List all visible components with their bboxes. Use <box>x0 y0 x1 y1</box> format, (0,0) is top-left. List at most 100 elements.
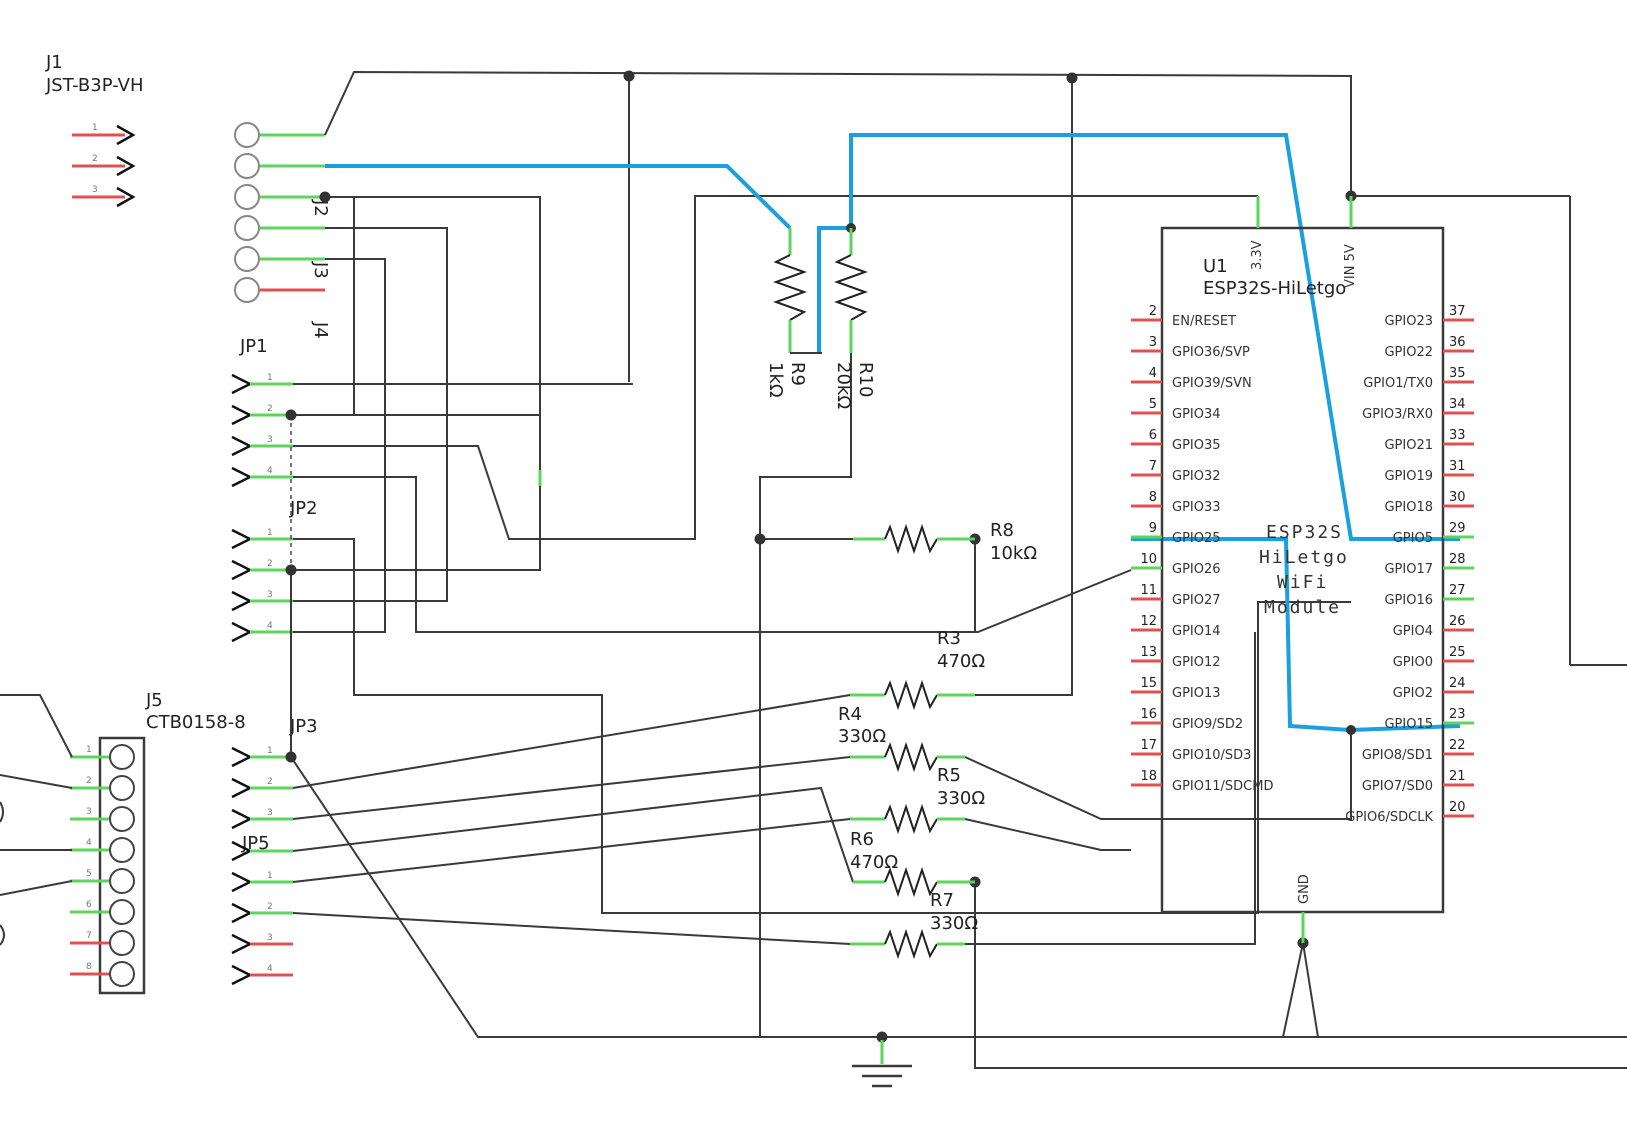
pin-number: 7 <box>1149 459 1157 474</box>
svg-text:3: 3 <box>267 808 273 818</box>
u1-ref: U1 <box>1203 256 1228 277</box>
jp2-ref: JP2 <box>289 498 318 519</box>
r5-value: 330Ω <box>937 788 985 809</box>
terminal-ring[interactable] <box>234 277 260 303</box>
pin-name: GPIO33 <box>1172 500 1221 515</box>
pin-number: 8 <box>1149 490 1157 505</box>
esp32-module[interactable]: 3.3V VIN 5V U1 ESP32S-HiLetgo GND ESP32S… <box>1131 196 1474 943</box>
resistor-r6[interactable]: R6 470Ω <box>850 803 965 873</box>
svg-text:4: 4 <box>86 838 92 848</box>
pin-number: 20 <box>1449 800 1466 815</box>
terminal-column: J2 J3 J4 <box>234 122 331 339</box>
resistor-r4[interactable]: R4 330Ω <box>838 679 975 747</box>
pin-name: GPIO27 <box>1172 593 1221 608</box>
pin-number: 3 <box>1149 335 1157 350</box>
r10-ref: R10 <box>855 362 876 397</box>
svg-text:8: 8 <box>86 962 92 972</box>
svg-text:1: 1 <box>267 746 273 756</box>
jp3-header[interactable]: JP3 1 2 3 <box>231 716 318 830</box>
svg-text:2: 2 <box>267 404 273 414</box>
pin-number: 15 <box>1140 676 1157 691</box>
svg-text:3: 3 <box>267 435 273 445</box>
j2-ref: J2 <box>310 199 331 217</box>
pin-name: GPIO21 <box>1384 438 1433 453</box>
resistor-r9[interactable]: R9 1kΩ <box>765 228 822 398</box>
pin-name: GPIO19 <box>1384 469 1433 484</box>
pin-name: GPIO11/SDCMD <box>1172 779 1273 794</box>
pin-number: 22 <box>1449 738 1466 753</box>
pin-number: 11 <box>1140 583 1157 598</box>
terminal-ring[interactable] <box>234 215 260 241</box>
pin-number: 37 <box>1449 304 1466 319</box>
pin-name: GPIO23 <box>1384 314 1433 329</box>
pin-name: GPIO32 <box>1172 469 1221 484</box>
pin-name: GPIO5 <box>1393 531 1433 546</box>
pin-number: 30 <box>1449 490 1466 505</box>
terminal-ring[interactable] <box>234 122 260 148</box>
resistor-r7[interactable]: R7 330Ω <box>853 866 978 934</box>
pin-number: 25 <box>1449 645 1466 660</box>
pin-number: 28 <box>1449 552 1466 567</box>
jp5-header[interactable]: JP5 1 2 3 4 <box>231 833 293 986</box>
pin-name: GPIO34 <box>1172 407 1221 422</box>
svg-text:1: 1 <box>267 871 273 881</box>
resistor-r10[interactable]: R10 20kΩ <box>833 228 876 409</box>
pin-number: 35 <box>1449 366 1466 381</box>
svg-text:4: 4 <box>267 964 273 974</box>
jp1-header[interactable]: JP1 1 2 3 4 <box>231 336 293 488</box>
svg-text:2: 2 <box>86 776 92 786</box>
resistor-r5[interactable]: R5 330Ω <box>850 741 985 809</box>
svg-text:1: 1 <box>86 745 92 755</box>
resistor-r-bottom[interactable] <box>850 928 965 960</box>
pin-name: GPIO2 <box>1393 686 1433 701</box>
j5-connector[interactable]: J5 CTB0158-8 1 2 3 4 5 6 7 8 <box>70 690 246 995</box>
r5-ref: R5 <box>937 765 961 786</box>
jp2-header[interactable]: JP2 1 2 3 4 <box>231 498 318 643</box>
terminal-ring[interactable] <box>234 153 260 179</box>
j1-connector[interactable]: J1 JST-B3P-VH 1 2 3 <box>45 52 143 208</box>
r3-value: 470Ω <box>937 651 985 672</box>
pin-number: 27 <box>1449 583 1466 598</box>
resistor-r8[interactable]: R8 10kΩ <box>853 520 1037 564</box>
r9-ref: R9 <box>787 362 808 386</box>
pin-number: 36 <box>1449 335 1466 350</box>
svg-text:WiFi: WiFi <box>1277 572 1328 593</box>
terminal-ring[interactable] <box>234 184 260 210</box>
esp32-pin-left[interactable]: 2EN/RESET <box>1131 304 1236 329</box>
r7-value: 330Ω <box>930 913 978 934</box>
terminal-ring[interactable] <box>234 246 260 272</box>
